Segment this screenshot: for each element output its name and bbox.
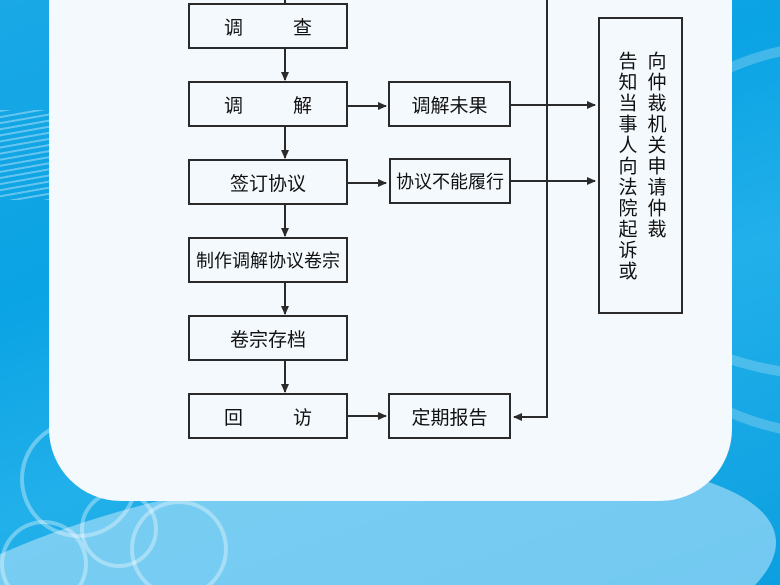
step-investigate: 调查 <box>188 3 348 49</box>
step-make-dossier-label: 制作调解协议卷宗 <box>196 251 340 272</box>
step-make-dossier: 制作调解协议卷宗 <box>188 237 348 283</box>
background-ring <box>130 500 228 585</box>
side-mediation-failed-label: 调解未果 <box>411 94 488 117</box>
step-sign-agreement: 签订协议 <box>188 159 348 205</box>
side-mediation-failed: 调解未果 <box>388 81 511 127</box>
step-investigate-char1: 调 <box>223 16 243 39</box>
step-mediate-char1: 调 <box>223 94 243 117</box>
step-revisit: 回访 <box>188 393 348 439</box>
step-revisit-char1: 回 <box>223 406 243 429</box>
background-ring <box>0 520 88 585</box>
step-archive: 卷宗存档 <box>188 315 348 361</box>
side-regular-report-label: 定期报告 <box>411 406 488 429</box>
step-mediate-char2: 解 <box>293 94 313 117</box>
side-agreement-unfulfilled: 协议不能履行 <box>389 158 511 204</box>
step-revisit-char2: 访 <box>293 406 313 429</box>
step-archive-label: 卷宗存档 <box>229 328 306 351</box>
side-agreement-unfulfilled-label: 协议不能履行 <box>396 172 504 193</box>
step-mediate: 调解 <box>188 81 348 127</box>
outcome-text-arbitration: 向仲裁机关申请仲裁 <box>644 51 667 240</box>
side-regular-report: 定期报告 <box>388 393 511 439</box>
step-investigate-char2: 查 <box>293 16 313 39</box>
outcome-box: 向仲裁机关申请仲裁 告知当事人向法院起诉或 <box>598 17 683 314</box>
outcome-text-lawsuit: 告知当事人向法院起诉或 <box>615 51 638 282</box>
step-sign-agreement-label: 签订协议 <box>229 172 306 195</box>
